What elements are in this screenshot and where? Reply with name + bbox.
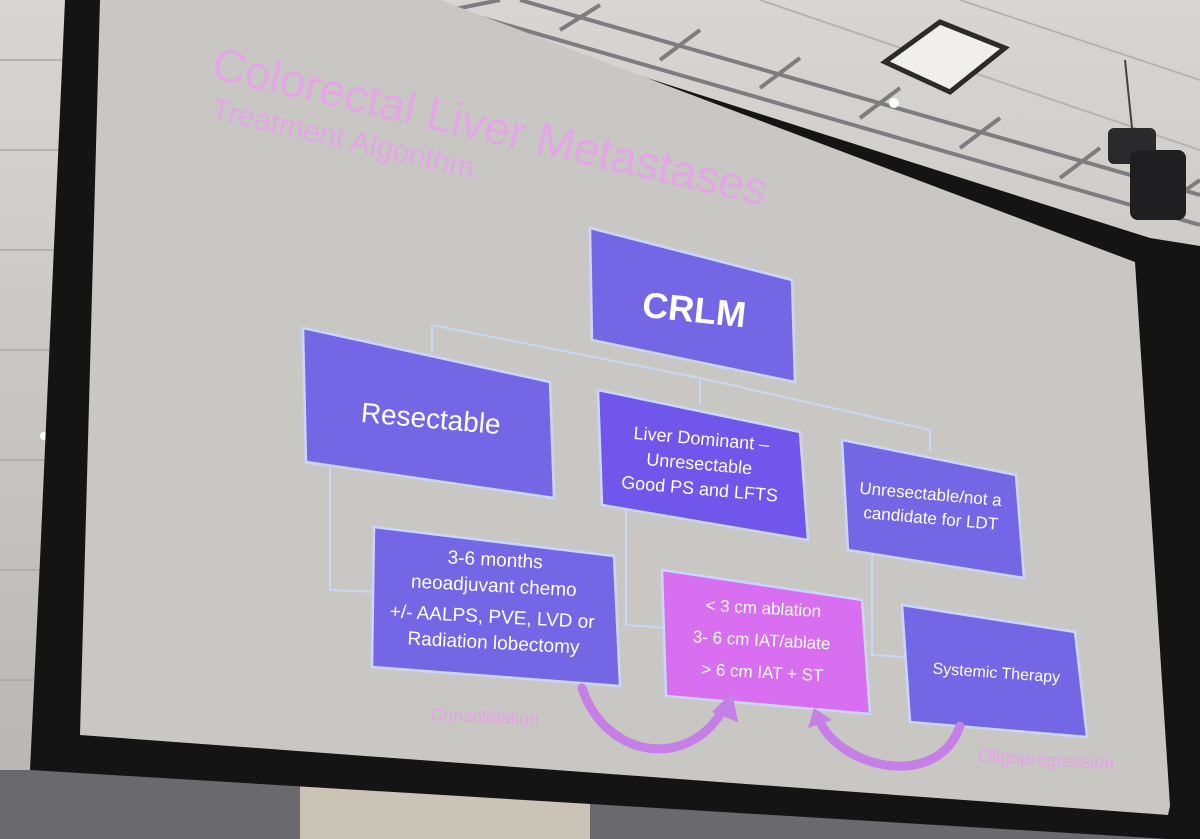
neoadjuvant-line-1: 3-6 months xyxy=(447,547,543,573)
oligoprogression-arrow xyxy=(808,708,965,771)
resectable-box: Resectable xyxy=(301,326,556,500)
consolidation-arrow xyxy=(577,683,738,754)
ceiling-vent xyxy=(880,19,1010,95)
svg-text:< 3 cm ablation 3- 6 cm: < 3 cm ablation 3- 6 cm IAT/ablate > 6 c… xyxy=(691,595,838,685)
systemic-therapy-box: Systemic Therapy xyxy=(900,603,1089,739)
svg-text:3-6 months neoadjuvant c: 3-6 months neoadjuvant chemo +/- AALPS, … xyxy=(388,545,603,660)
liver-dominant-box: Liver Dominant – Unresectable Good PS an… xyxy=(596,388,810,542)
neoadjuvant-box: 3-6 months neoadjuvant chemo +/- AALPS, … xyxy=(370,525,622,688)
crlm-box: CRLM xyxy=(588,226,797,384)
stage-light-fixture xyxy=(1108,59,1186,220)
connector-lines xyxy=(329,323,931,658)
ceiling-light xyxy=(889,98,899,108)
unresectable-ldt-box: Unresectable/not a candidate for LDT xyxy=(840,438,1026,580)
ablation-box: < 3 cm ablation 3- 6 cm IAT/ablate > 6 c… xyxy=(660,568,872,716)
